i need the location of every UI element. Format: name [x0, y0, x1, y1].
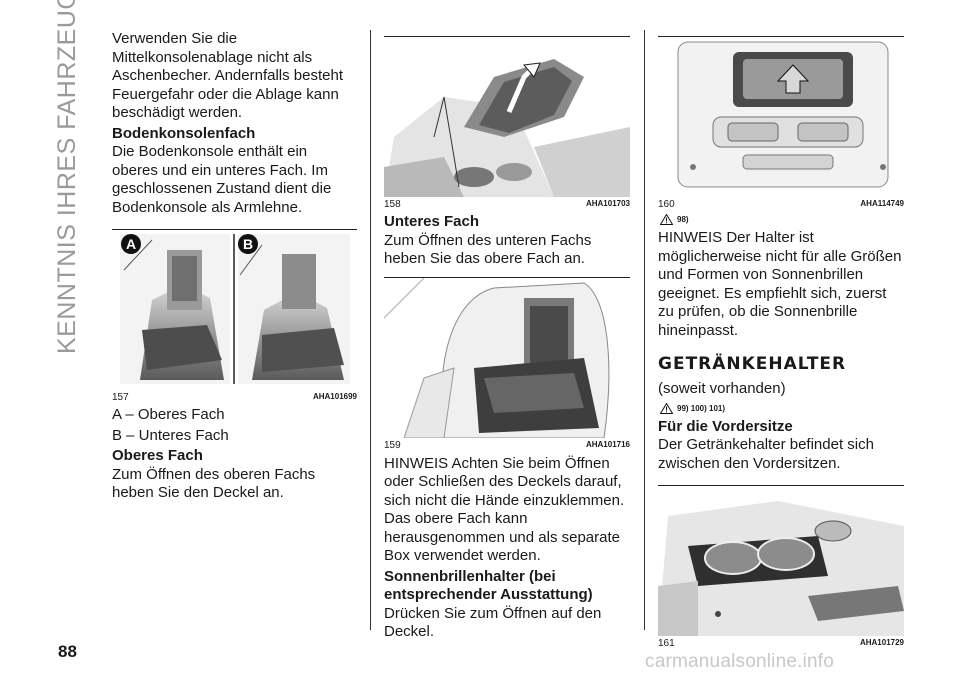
warning-reference: 99) 100) 101): [660, 402, 904, 414]
page-number: 88: [58, 642, 77, 661]
figure-number: 158: [384, 199, 401, 210]
heading-lower-compartment: Unteres Fach: [384, 213, 480, 230]
section-title-vertical: KENNTNIS IHRES FAHRZEUGS: [53, 0, 84, 354]
warning-ref-text: 98): [677, 215, 689, 224]
figure-caption: 157 AHA101699: [112, 392, 357, 403]
warning-ref-text: 99) 100) 101): [677, 403, 726, 413]
figure-code: AHA114749: [860, 199, 904, 208]
notice-paragraph: HINWEIS Achten Sie beim Öffnen oder Schl…: [384, 454, 625, 565]
column-1: Verwenden Sie die Mittelkonsolenablage n…: [112, 30, 357, 503]
figure-number: 157: [112, 392, 129, 403]
paragraph: Zum Öffnen des oberen Fachs heben Sie de…: [112, 465, 316, 502]
paragraph: Der Getränkehalter befindet sich zwische…: [658, 436, 874, 472]
figure-code: AHA101699: [312, 392, 357, 401]
figure-159: 159 AHA101716: [384, 276, 630, 451]
paragraph: Die Bodenkonsole enthält ein oberes und …: [112, 143, 332, 216]
figure-157: A B 157 AHA101699: [112, 229, 357, 403]
figure-code: AHA101716: [585, 439, 630, 449]
cup-holder-image: [658, 486, 904, 636]
legend-a: A – Oberes Fach: [112, 406, 225, 423]
sunglass-holder-image: [658, 37, 904, 197]
figure-160: 160 AHA114749: [658, 36, 904, 210]
figure-caption: 161 AHA101729: [658, 638, 904, 649]
paragraph: Drücken Sie zum Öffnen auf den Deckel.: [384, 604, 602, 641]
heading-sunglass-holder: Sonnenbrillenhalter (bei entsprechender …: [384, 567, 593, 604]
heading-upper-compartment: Oberes Fach: [112, 447, 203, 464]
column-2: 158 AHA101703 Unteres Fach Zum Öffnen de…: [384, 28, 630, 642]
heading-console-compartment: Bodenkonsolenfach: [112, 124, 256, 142]
figure-code: AHA101703: [585, 199, 630, 208]
warning-reference: 98): [660, 214, 904, 225]
column-divider: [370, 30, 371, 630]
console-compartments-image: A B: [112, 230, 357, 390]
heading-cup-holder: GETRÄNKEHALTER: [658, 354, 847, 374]
figure-158: 158 AHA101703: [384, 36, 630, 210]
heading-front-seats: Für die Vordersitze: [658, 417, 793, 435]
warning-triangle-icon: [660, 214, 673, 225]
figure-161: 161 AHA101729: [658, 485, 904, 649]
paragraph: Verwenden Sie die Mittelkonsolenablage n…: [112, 30, 343, 121]
figure-number: 160: [658, 199, 675, 210]
figure-caption: 158 AHA101703: [384, 199, 630, 210]
lower-compartment-image: [384, 277, 630, 438]
lid-open-image: [384, 37, 630, 197]
column-divider: [644, 30, 645, 630]
label-b: B: [243, 236, 253, 252]
figure-code: AHA101729: [859, 638, 904, 647]
paragraph: Zum Öffnen des unteren Fachs heben Sie d…: [384, 231, 592, 268]
label-a: A: [126, 236, 136, 252]
label-a-badge: [121, 234, 141, 254]
figure-number: 161: [658, 638, 675, 649]
section-title-text: KENNTNIS IHRES FAHRZEUGS: [53, 0, 81, 354]
notice-paragraph: HINWEIS Der Halter ist möglicherweise ni…: [658, 229, 902, 339]
figure-number: 159: [384, 439, 401, 451]
figure-caption: 159 AHA101716: [384, 440, 630, 451]
warning-triangle-icon: [660, 402, 673, 414]
paragraph-optional: (soweit vorhanden): [658, 380, 786, 397]
legend-b: B – Unteres Fach: [112, 426, 229, 444]
column-3: 160 AHA114749 98) HINWEIS Der Halter ist…: [658, 28, 904, 649]
label-b-badge: [238, 234, 258, 254]
figure-caption: 160 AHA114749: [658, 199, 904, 210]
watermark: carmanualsonline.info: [645, 651, 835, 672]
